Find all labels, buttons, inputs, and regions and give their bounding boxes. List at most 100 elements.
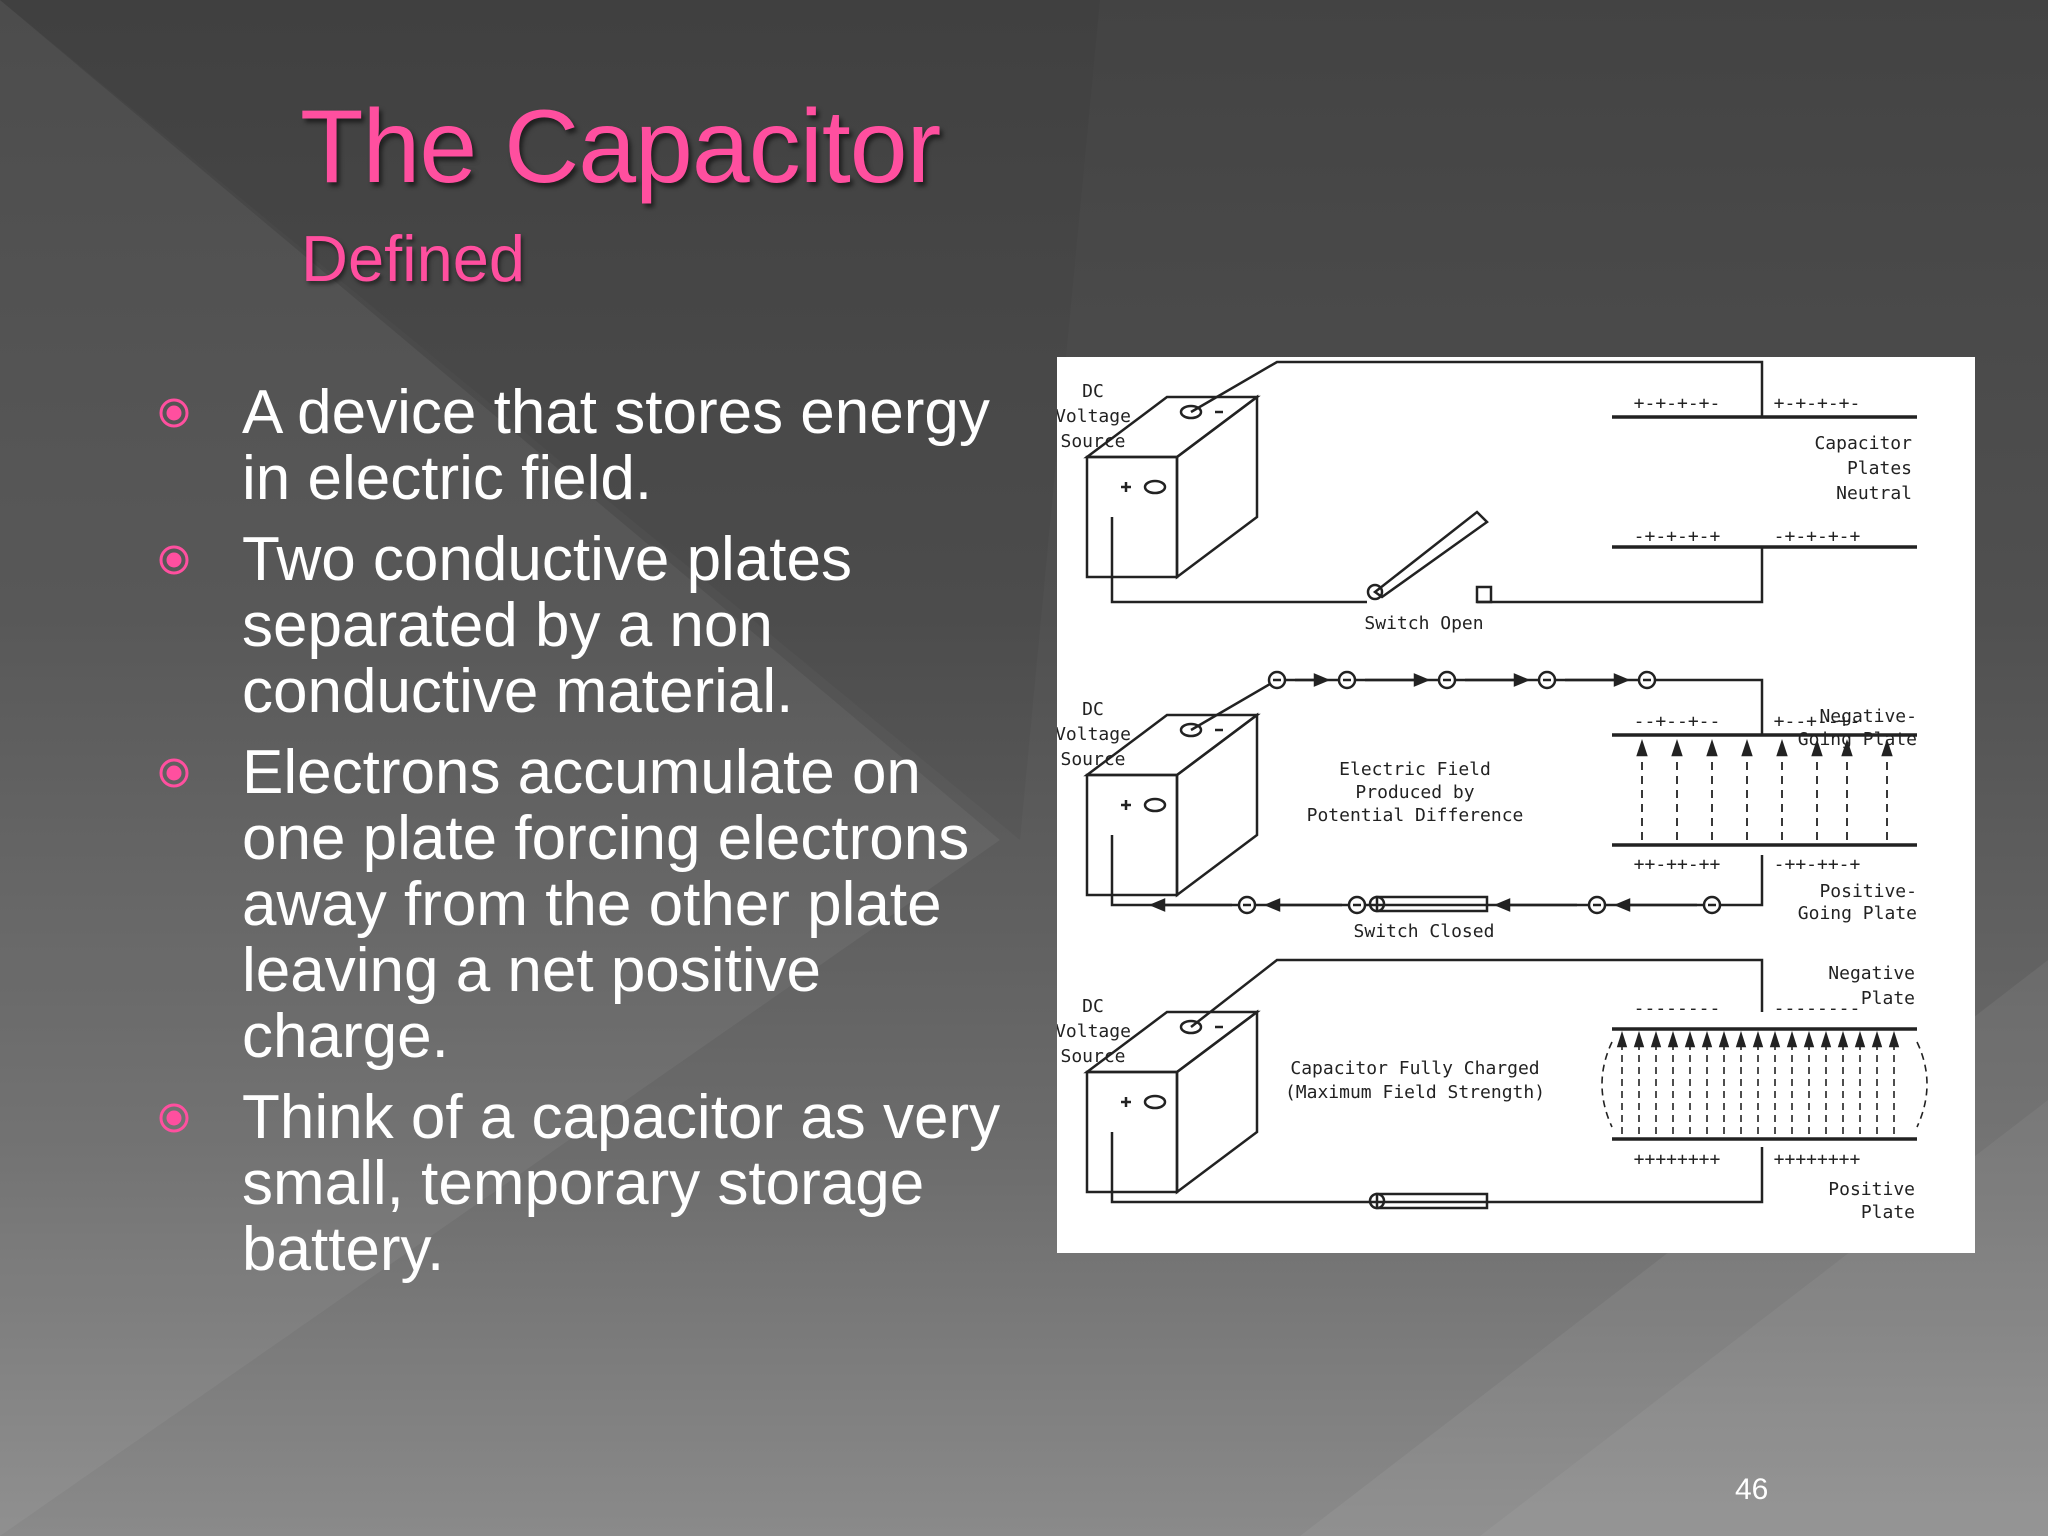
- field-arrow-head: [1881, 739, 1893, 757]
- diagram-label: Produced by: [1355, 782, 1474, 803]
- switch-blade: [1375, 1192, 1489, 1210]
- diagram-label: +-+-+-+-: [1634, 393, 1721, 414]
- panel-switch-closed: DCVoltageSource--+--+--+--+--+-++-++-++-…: [1055, 670, 1917, 942]
- diagram-label: +--+--+-: [1774, 711, 1861, 732]
- diagram-label: Plate: [1861, 988, 1915, 1009]
- fringe-field: [1601, 1041, 1613, 1128]
- diagram-label: ++++++++: [1774, 1149, 1861, 1170]
- target-circle-icon: [159, 398, 189, 428]
- diagram-label: Positive: [1828, 1179, 1915, 1200]
- battery-positive-terminal: [1143, 479, 1167, 495]
- diagram-label: ++-++-++: [1634, 854, 1721, 875]
- diagram-label: DC: [1082, 996, 1104, 1017]
- switch-contact: [1475, 585, 1493, 604]
- panel-switch-open: DCVoltageSource+-+-+-+-+-+-+-+--+-+-+-+-…: [1055, 360, 1917, 634]
- bullet-text: Electrons accumulate on one plate forcin…: [242, 738, 970, 1071]
- diagram-label: Source: [1060, 1046, 1125, 1067]
- arrow-head: [1313, 673, 1331, 687]
- diagram-label: -+-+-+-+: [1634, 526, 1721, 547]
- field-arrow-head: [1650, 1030, 1662, 1048]
- diagram-label: Going Plate: [1798, 729, 1917, 750]
- field-arrow-head: [1803, 1030, 1815, 1048]
- wire-top: [1190, 958, 1764, 1028]
- switch-pivot: [1368, 1192, 1386, 1210]
- battery-front: [1085, 773, 1179, 897]
- field-arrow-head: [1841, 739, 1853, 757]
- battery-negative-terminal: [1179, 1019, 1203, 1035]
- target-circle-icon: [159, 758, 189, 788]
- fringe-field: [1916, 1041, 1928, 1128]
- field-arrow-head: [1820, 1030, 1832, 1048]
- field-arrow-head: [1636, 739, 1648, 757]
- field-arrow-head: [1888, 1030, 1900, 1048]
- diagram-label: DC: [1082, 699, 1104, 720]
- diagram-label: Going Plate: [1798, 903, 1917, 924]
- arrow-head: [1613, 898, 1631, 912]
- field-arrow-head: [1735, 1030, 1747, 1048]
- bullet-text: Think of a capacitor as very small, temp…: [242, 1083, 1001, 1284]
- diagram-label: -+-+-+-+: [1774, 526, 1861, 547]
- field-arrow-head: [1684, 1030, 1696, 1048]
- field-arrow-head: [1701, 1030, 1713, 1048]
- bullet-item: Think of a capacitor as very small, temp…: [150, 1085, 1020, 1283]
- arrow-head: [1613, 673, 1631, 687]
- field-arrow-head: [1776, 739, 1788, 757]
- battery-front: [1085, 455, 1179, 579]
- wire-top: [1190, 360, 1764, 417]
- wire-bottom-left: [1110, 517, 1367, 604]
- arrow-head: [1148, 898, 1166, 912]
- switch-pivot: [1366, 583, 1384, 601]
- diagram-label: Capacitor: [1814, 433, 1912, 454]
- arrow-head: [1493, 898, 1511, 912]
- bullet-item: A device that stores energy in electric …: [150, 380, 1020, 512]
- diagram-label: Potential Difference: [1307, 805, 1524, 826]
- switch-blade: [1372, 510, 1489, 599]
- diagram-label: --------: [1774, 998, 1861, 1019]
- diagram-label: Source: [1060, 431, 1125, 452]
- field-arrow-head: [1752, 1030, 1764, 1048]
- field-arrow-head: [1671, 739, 1683, 757]
- diagram-label: Electric Field: [1339, 759, 1491, 780]
- field-arrow-head: [1667, 1030, 1679, 1048]
- target-circle-icon: [159, 1103, 189, 1133]
- diagram-label: Positive-: [1819, 881, 1917, 902]
- slide-title: The Capacitor: [300, 89, 941, 205]
- switch-blade: [1375, 895, 1489, 913]
- field-arrow-head: [1786, 1030, 1798, 1048]
- diagram-label: Voltage: [1057, 406, 1131, 427]
- battery-negative-terminal: [1179, 722, 1203, 738]
- battery-front: [1085, 1070, 1179, 1194]
- field-arrow-head: [1616, 1030, 1628, 1048]
- panel-fully-charged: DCVoltageSource----------------+++++++++…: [1055, 958, 1928, 1223]
- diagram-label: --------: [1634, 998, 1721, 1019]
- field-arrow-head: [1633, 1030, 1645, 1048]
- bullet-text: Two conductive plates separated by a non…: [242, 525, 853, 726]
- bullet-item: Electrons accumulate on one plate forcin…: [150, 740, 1020, 1070]
- diagram-label: +-+-+-+-: [1774, 393, 1861, 414]
- bullet-text: A device that stores energy in electric …: [242, 378, 990, 513]
- switch-pivot: [1368, 895, 1386, 913]
- bullet-list: A device that stores energy in electric …: [150, 380, 1020, 1298]
- diagram-label: --+--+--: [1634, 711, 1721, 732]
- arrow-head: [1263, 898, 1281, 912]
- diagram-label: -++-++-+: [1774, 854, 1861, 875]
- diagram-label: Source: [1060, 749, 1125, 770]
- arrow-head: [1513, 673, 1531, 687]
- slide-subtitle: Defined: [301, 222, 526, 295]
- field-arrow-head: [1837, 1030, 1849, 1048]
- wire-bottom-right: [1477, 547, 1764, 604]
- field-arrow-head: [1706, 739, 1718, 757]
- field-arrow-head: [1811, 739, 1823, 757]
- field-arrow-head: [1718, 1030, 1730, 1048]
- battery-side: [1175, 1009, 1259, 1195]
- diagram-label: ++++++++: [1634, 1149, 1721, 1170]
- battery-negative-terminal: [1179, 404, 1203, 420]
- battery-positive-terminal: [1143, 797, 1167, 813]
- battery-side: [1175, 394, 1259, 580]
- battery-side: [1175, 712, 1259, 898]
- arrow-head: [1413, 673, 1431, 687]
- target-circle-icon: [159, 545, 189, 575]
- diagram-label: Negative: [1828, 963, 1915, 984]
- bullet-item: Two conductive plates separated by a non…: [150, 527, 1020, 725]
